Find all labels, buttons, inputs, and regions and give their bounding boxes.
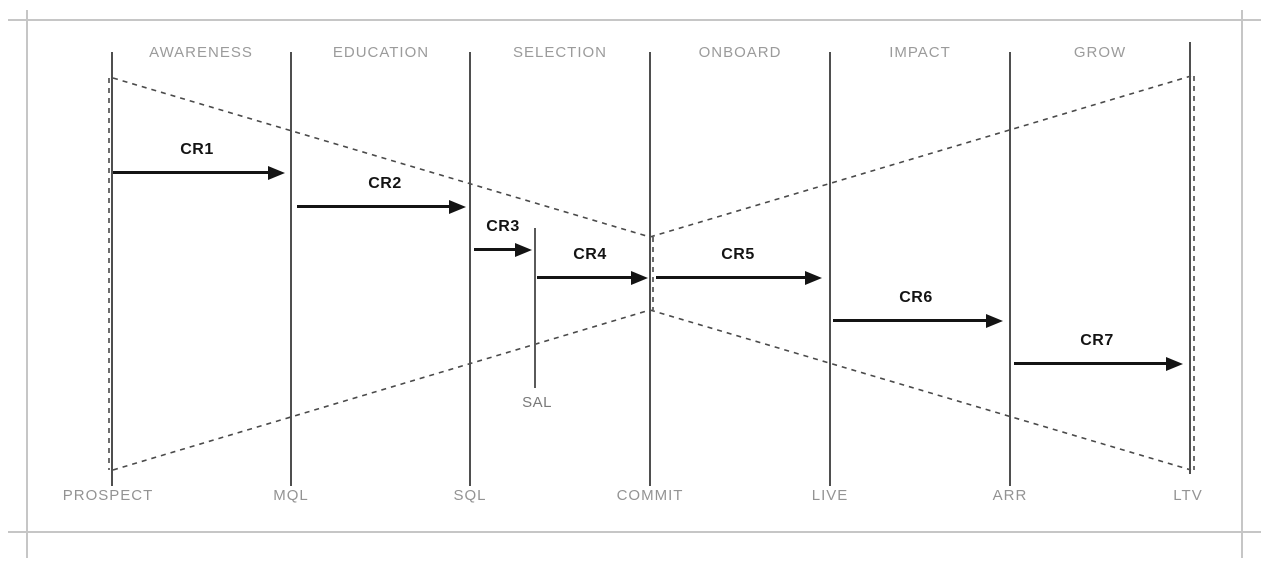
stage-line-commit bbox=[649, 52, 651, 486]
sal-line bbox=[534, 228, 536, 388]
stage-line-ltv bbox=[1189, 42, 1191, 474]
milestone-label-mql: MQL bbox=[273, 487, 309, 504]
stage-line-prospect bbox=[111, 52, 113, 486]
milestone-label-ltv: LTV bbox=[1173, 487, 1203, 504]
funnel-bottom-left-dashed-line bbox=[112, 309, 651, 471]
stage-label-impact: IMPACT bbox=[889, 44, 951, 61]
cr1-arrow bbox=[113, 171, 269, 174]
milestone-label-prospect: PROSPECT bbox=[62, 487, 154, 504]
milestone-label-commit: COMMIT bbox=[616, 487, 684, 504]
frame-line-left bbox=[26, 10, 28, 558]
sal-label: SAL bbox=[522, 394, 552, 411]
milestone-label-sql: SQL bbox=[453, 487, 487, 504]
frame-line-bottom bbox=[8, 531, 1261, 533]
stage-label-grow: GROW bbox=[1073, 44, 1127, 61]
cr5-arrow bbox=[656, 276, 806, 279]
stage-label-education: EDUCATION bbox=[332, 44, 430, 61]
stage-label-awareness: AWARENESS bbox=[149, 44, 253, 61]
stage-line-arr bbox=[1009, 52, 1011, 486]
cr7-arrow bbox=[1014, 362, 1167, 365]
cr2-arrow bbox=[297, 205, 450, 208]
stage-line-mql bbox=[290, 52, 292, 486]
cr5-label: CR5 bbox=[721, 246, 755, 263]
funnel-top-left-dashed-line bbox=[112, 77, 651, 238]
cr6-label: CR6 bbox=[899, 289, 933, 306]
stage-line-sql bbox=[469, 52, 471, 486]
cr1-label: CR1 bbox=[180, 141, 214, 158]
frame-line-top bbox=[8, 19, 1261, 21]
cr7-label: CR7 bbox=[1080, 332, 1114, 349]
cr2-label: CR2 bbox=[368, 175, 402, 192]
cr4-arrow bbox=[537, 276, 632, 279]
stage-line-live bbox=[829, 52, 831, 486]
milestone-label-live: LIVE bbox=[811, 487, 849, 504]
cr4-label: CR4 bbox=[573, 246, 607, 263]
milestone-label-arr: ARR bbox=[992, 487, 1028, 504]
funnel-top-right-dashed-line bbox=[649, 75, 1192, 238]
stage-label-selection: SELECTION bbox=[512, 44, 608, 61]
cr3-label: CR3 bbox=[486, 218, 520, 235]
cr6-arrow bbox=[833, 319, 987, 322]
frame-line-right bbox=[1241, 10, 1243, 558]
funnel-bottom-right-dashed-line bbox=[649, 309, 1192, 471]
stage-label-onboard: ONBOARD bbox=[698, 44, 782, 61]
cr3-arrow bbox=[474, 248, 516, 251]
